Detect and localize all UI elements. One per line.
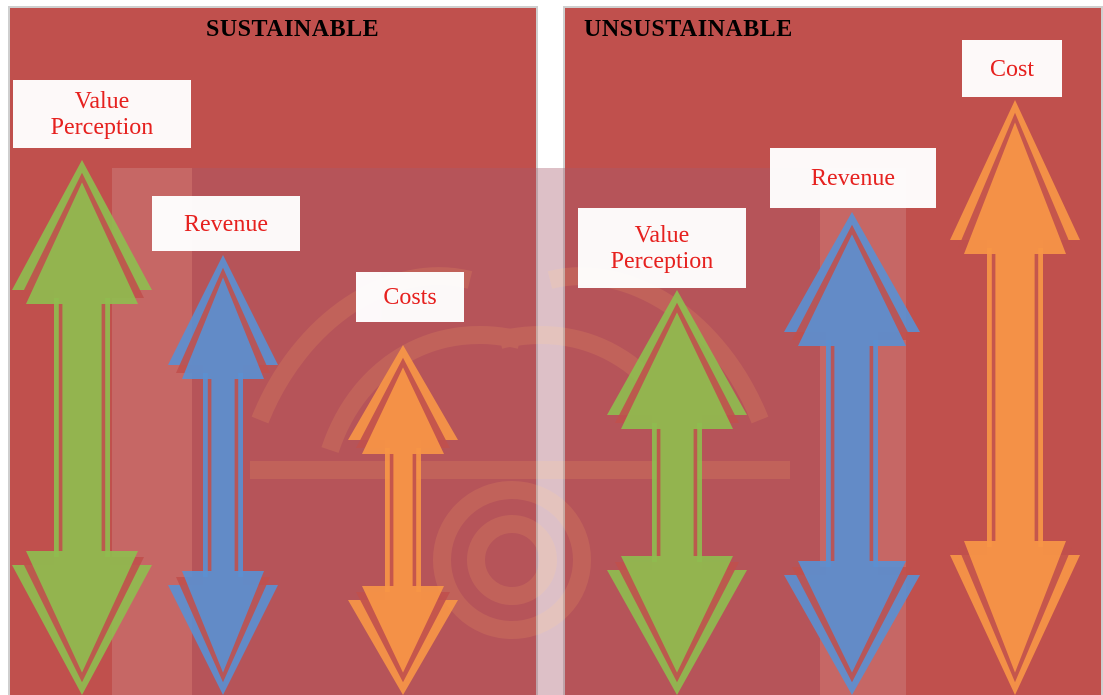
cost-arrow-unsustainable-body: [964, 122, 1066, 673]
ornament-ring-1: [433, 481, 591, 639]
revenue-label-sustainable: Revenue: [152, 196, 300, 251]
unsustainable-title: UNSUSTAINABLE: [584, 16, 793, 42]
costs-label-sustainable: Costs: [356, 272, 464, 322]
revenue-label-unsustainable: Revenue: [770, 148, 936, 208]
ornament-ring-2: [467, 515, 557, 605]
revenue-arrow-sustainable-body: [182, 277, 264, 673]
value-perception-arrow-sustainable: [12, 160, 152, 695]
cost-label-unsustainable: Cost: [962, 40, 1062, 97]
cost-arrow-unsustainable: [950, 100, 1080, 695]
costs-arrow-sustainable: [348, 345, 458, 695]
costs-arrow-sustainable-body: [362, 367, 444, 673]
value-perception-arrow-unsustainable-body: [621, 312, 733, 673]
revenue-arrow-unsustainable: [784, 212, 920, 695]
value-perception-label-sustainable: Value Perception: [13, 80, 191, 148]
value-perception-arrow-sustainable-body: [26, 182, 138, 673]
revenue-arrow-unsustainable-body: [798, 234, 906, 673]
arrows-layer: [12, 100, 1080, 695]
value-perception-arrow-unsustainable: [607, 290, 747, 695]
value-perception-label-unsustainable: Value Perception: [578, 208, 746, 288]
revenue-arrow-sustainable: [168, 255, 278, 695]
sustainable-title: SUSTAINABLE: [206, 16, 380, 42]
